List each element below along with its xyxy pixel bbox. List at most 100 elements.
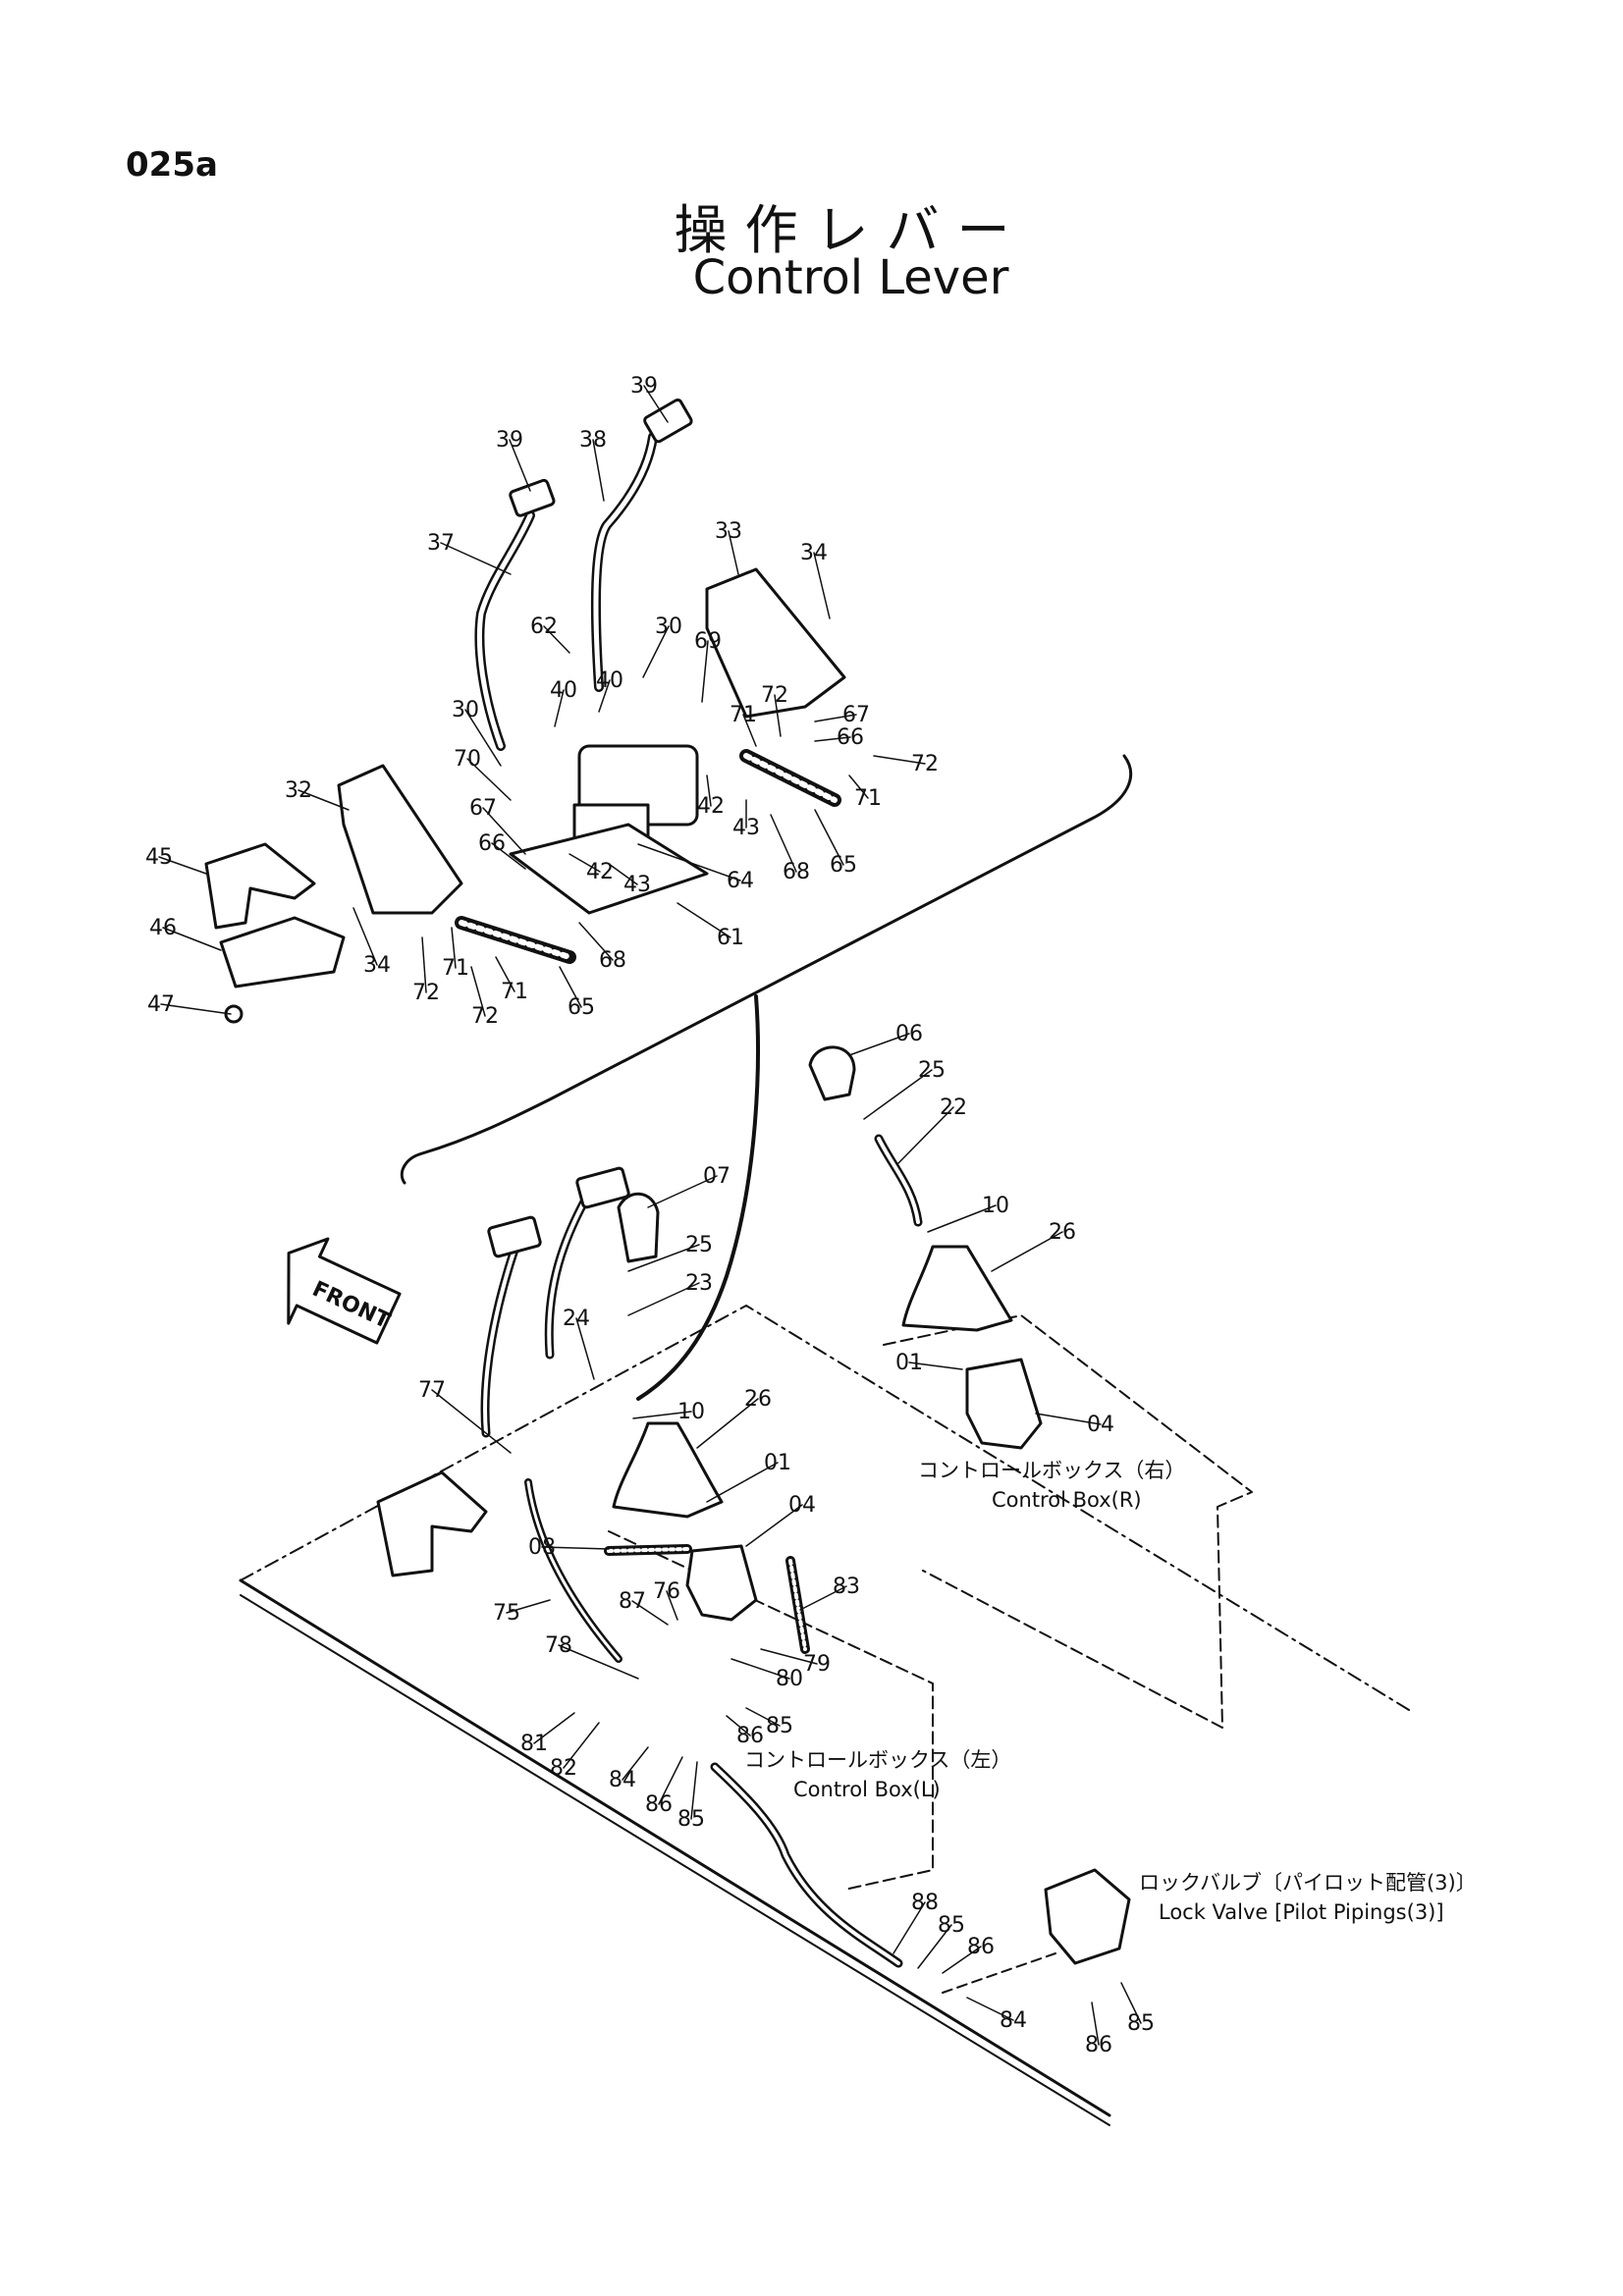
callout-c83: 83	[833, 1575, 860, 1599]
callout-leader-c42b	[568, 853, 601, 873]
callout-c87: 87	[619, 1589, 646, 1614]
callout-c85a: 85	[766, 1714, 793, 1738]
callout-c39a: 39	[630, 374, 658, 399]
callout-c86a: 86	[736, 1724, 764, 1748]
callout-c39b: 39	[496, 428, 523, 453]
callout-leader-c66a	[814, 736, 851, 742]
callout-c62: 62	[530, 614, 558, 639]
callout-leader-c23	[627, 1282, 700, 1316]
callout-c22: 22	[940, 1095, 967, 1120]
callout-c47: 47	[147, 992, 175, 1017]
callout-c72a: 72	[761, 683, 788, 708]
callout-leader-c10a	[927, 1204, 997, 1233]
callout-leader-c39b	[509, 439, 531, 492]
control-box-left-label-en: Control Box(L)	[793, 1778, 941, 1801]
callout-leader-c85c	[917, 1924, 952, 1969]
callout-leader-c08	[541, 1546, 610, 1550]
callout-c42a: 42	[697, 794, 725, 819]
callout-leader-c76	[666, 1590, 678, 1621]
callout-c24: 24	[563, 1307, 590, 1331]
callout-leader-c34b	[352, 907, 378, 966]
callout-leader-c72b	[873, 755, 926, 765]
callout-leader-c46	[162, 927, 222, 951]
callout-c72b: 72	[911, 752, 939, 776]
callout-c71c: 71	[442, 956, 469, 981]
callout-leader-c71a	[742, 714, 757, 747]
callout-leader-c61	[676, 902, 731, 938]
page-code: 025a	[126, 145, 218, 185]
callout-leader-c77	[431, 1389, 512, 1454]
callout-leader-c86c	[942, 1946, 982, 1974]
callout-leader-c07	[647, 1175, 718, 1208]
callout-leader-c25b	[627, 1244, 700, 1272]
callout-c10a: 10	[982, 1194, 1009, 1218]
callout-c86d: 86	[1085, 2033, 1112, 2057]
callout-leader-c82	[563, 1722, 600, 1769]
callout-c66a: 66	[837, 725, 864, 750]
callout-c25b: 25	[685, 1233, 713, 1257]
callout-c30a: 30	[655, 614, 682, 639]
callout-c45: 45	[145, 845, 173, 870]
title-english: Control Lever	[692, 250, 1009, 305]
callout-leader-c06	[848, 1033, 910, 1056]
callout-c68a: 68	[783, 860, 810, 884]
lock-valve-label-en: Lock Valve [Pilot Pipings(3)]	[1159, 1900, 1444, 1924]
callout-leader-c87	[631, 1600, 669, 1626]
callout-c34b: 34	[363, 953, 391, 978]
callout-leader-c33	[728, 530, 739, 575]
callout-leader-c84b	[966, 1997, 1014, 2021]
callout-leader-c40a	[554, 689, 565, 727]
callout-c33: 33	[715, 519, 742, 544]
callout-leader-c10b	[632, 1411, 692, 1419]
callout-c86c: 86	[967, 1935, 995, 1959]
callout-leader-c65b	[559, 966, 582, 1008]
callout-c04a: 04	[1087, 1413, 1114, 1437]
callout-c65b: 65	[568, 995, 595, 1020]
callout-c85b: 85	[677, 1807, 705, 1832]
callout-c04b: 04	[788, 1493, 816, 1518]
callout-leader-c26b	[696, 1398, 759, 1449]
detail-boundary-curve	[400, 754, 1133, 1185]
callout-leader-c85a	[745, 1707, 781, 1727]
callout-c88: 88	[911, 1891, 939, 1915]
callout-leader-c71b	[848, 774, 869, 799]
callout-leader-c75	[506, 1599, 551, 1614]
callout-leader-c71d	[495, 956, 515, 992]
callout-c85d: 85	[1127, 2011, 1155, 2036]
callout-leader-c43b	[608, 863, 638, 885]
callout-c26a: 26	[1049, 1220, 1076, 1245]
callout-leader-c69	[701, 640, 709, 703]
callout-c70: 70	[454, 747, 481, 772]
callout-leader-c62	[543, 625, 570, 654]
callout-c64: 64	[727, 869, 754, 893]
callout-c72d: 72	[471, 1004, 499, 1029]
callout-leader-c85d	[1120, 1982, 1142, 2024]
callout-c40a: 40	[550, 678, 577, 703]
callout-leader-c26a	[991, 1231, 1063, 1272]
callout-c40b: 40	[596, 668, 623, 693]
lock-valve-label-jp: ロックバルブ〔パイロット配管(3)〕	[1139, 1871, 1477, 1895]
callout-c79: 79	[803, 1652, 831, 1677]
callout-c85c: 85	[938, 1913, 965, 1938]
callout-leader-c32	[298, 789, 350, 811]
callout-leader-c40b	[598, 679, 611, 713]
callout-leader-c86a	[726, 1715, 751, 1736]
callout-c25a: 25	[918, 1058, 946, 1083]
callout-c78: 78	[545, 1633, 572, 1658]
callout-c67b: 67	[469, 796, 497, 821]
callout-leader-c34a	[813, 552, 831, 619]
callout-c01b: 01	[764, 1451, 791, 1475]
callout-c37: 37	[427, 531, 455, 556]
callout-leader-c80	[730, 1658, 790, 1680]
callout-leader-c79	[760, 1648, 818, 1665]
callout-leader-c39a	[643, 385, 669, 423]
callout-c81: 81	[520, 1732, 548, 1756]
callout-c34a: 34	[800, 541, 828, 565]
callout-c30b: 30	[452, 698, 479, 722]
callout-leader-c04a	[1035, 1413, 1102, 1425]
callout-c46: 46	[149, 916, 177, 940]
callout-leader-c38	[592, 439, 605, 502]
callout-c86b: 86	[645, 1792, 673, 1817]
callout-c06: 06	[895, 1022, 923, 1046]
